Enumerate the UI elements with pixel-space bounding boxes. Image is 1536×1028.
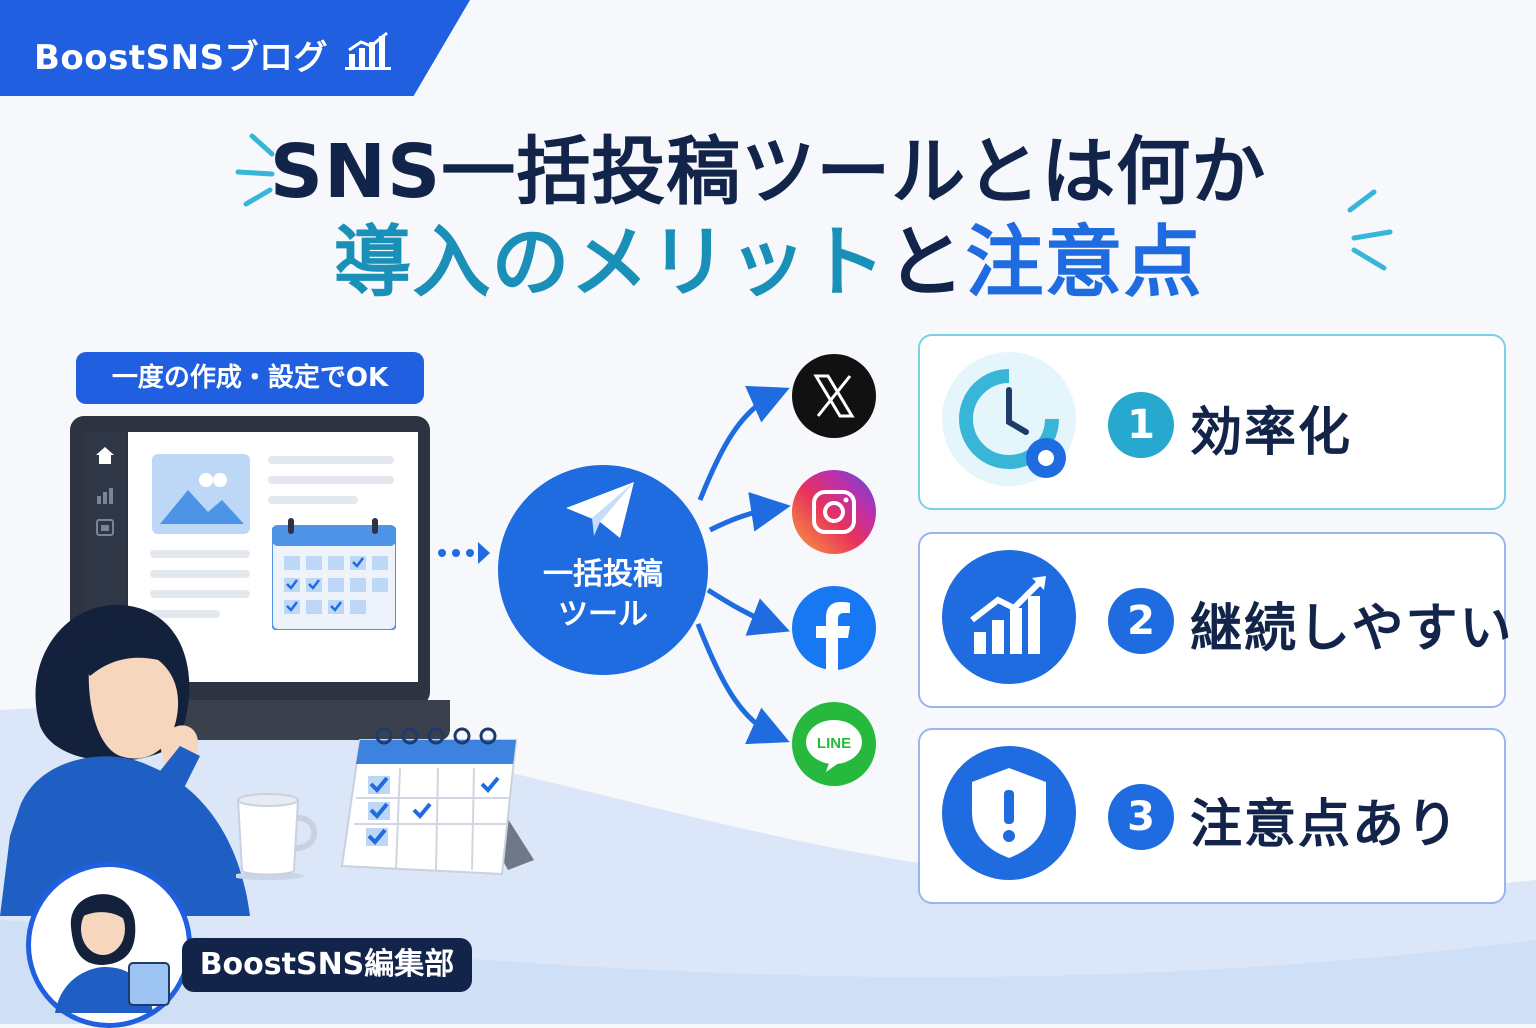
line-logo-text: LINE bbox=[817, 735, 851, 752]
sidebar-calendar-icon bbox=[96, 519, 114, 536]
page-title: SNS一括投稿ツールとは何か bbox=[269, 129, 1267, 215]
editor-label: BoostSNS編集部 bbox=[182, 938, 472, 992]
text-lines bbox=[268, 456, 394, 504]
feature-number-3: 3 bbox=[1108, 784, 1174, 850]
bar-chart-icon bbox=[345, 31, 391, 70]
coffee-mug-icon bbox=[236, 793, 318, 880]
growth-chart-glyph bbox=[970, 576, 1046, 654]
hub-label-line2: ツール bbox=[558, 597, 648, 632]
image-placeholder-icon bbox=[152, 454, 250, 534]
subtitle-connector: と bbox=[886, 218, 966, 308]
distribution-arrows bbox=[695, 385, 791, 745]
editor-avatar bbox=[26, 862, 192, 1028]
subtitle-caution: 注意点 bbox=[965, 218, 1203, 308]
screen-calendar-icon bbox=[272, 518, 396, 630]
text-lines-left bbox=[150, 550, 250, 618]
feature-text-efficiency: 効率化 bbox=[1190, 403, 1353, 463]
facebook-glyph bbox=[816, 602, 850, 670]
instagram-logo-icon bbox=[792, 470, 876, 554]
shield-alert-glyph bbox=[972, 768, 1046, 858]
clock-gear-icon bbox=[942, 352, 1076, 486]
page-subtitle: 導入のメリットと注意点 bbox=[0, 200, 1536, 312]
flow-arrow bbox=[438, 542, 490, 564]
feature-number-1: 1 bbox=[1108, 392, 1174, 458]
x-logo-icon bbox=[792, 354, 876, 438]
subtitle-merit: 導入のメリット bbox=[333, 218, 887, 308]
x-logo-glyph bbox=[813, 374, 855, 418]
home-icon bbox=[96, 447, 114, 464]
hub-label: 一括投稿 ツール bbox=[498, 555, 708, 635]
desk-calendar-icon bbox=[340, 727, 534, 876]
facebook-logo-icon bbox=[792, 586, 876, 670]
editor-avatar-illustration bbox=[55, 894, 170, 1013]
hub-label-line1: 一括投稿 bbox=[543, 557, 663, 592]
brand-label: BoostSNSブログ bbox=[34, 38, 329, 78]
line-glyph: LINE bbox=[806, 720, 862, 772]
feature-number-2: 2 bbox=[1108, 588, 1174, 654]
spark-decoration-right bbox=[1347, 189, 1393, 271]
shield-alert-icon bbox=[942, 746, 1076, 880]
brand-tag bbox=[0, 0, 470, 96]
spark-decoration-left bbox=[235, 133, 275, 207]
growth-chart-icon bbox=[942, 550, 1076, 684]
paper-plane-icon bbox=[566, 482, 634, 538]
instagram-glyph bbox=[812, 490, 856, 534]
setup-pill: 一度の作成・設定でOK bbox=[76, 352, 424, 404]
clock-gear-glyph bbox=[959, 369, 1066, 478]
feature-text-sustainability: 継続しやすい bbox=[1190, 599, 1514, 659]
line-logo-icon: LINE bbox=[792, 702, 876, 786]
sidebar-chart-icon bbox=[97, 488, 113, 504]
feature-text-caution: 注意点あり bbox=[1190, 795, 1461, 855]
